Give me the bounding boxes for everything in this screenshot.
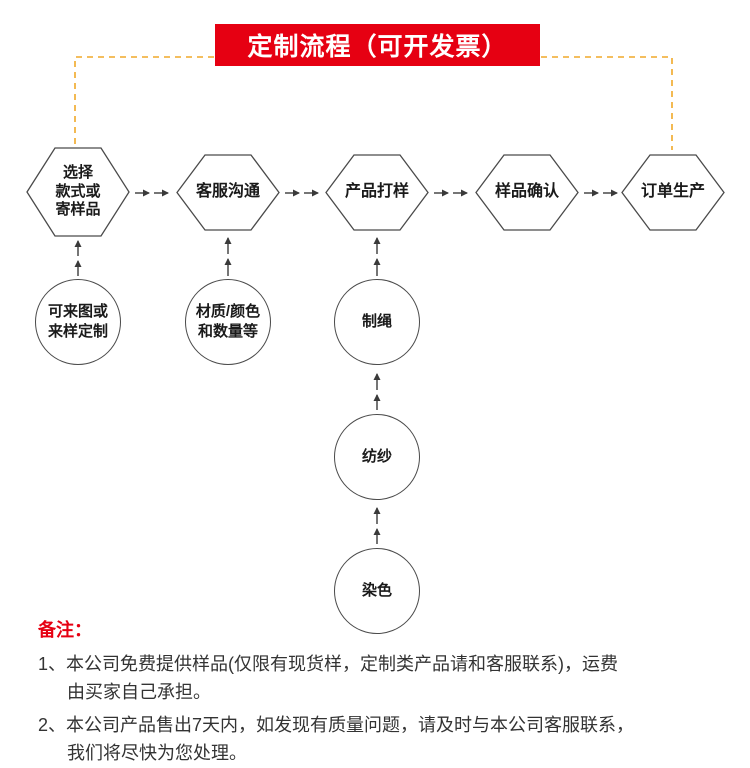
note-line: 2、本公司产品售出7天内，如发现有质量问题，请及时与本公司客服联系， (38, 714, 635, 735)
hexagon-shape (621, 154, 725, 231)
hexagon-label: 选择 款式或 寄样品 (55, 163, 101, 219)
circle-rope-making: 制绳 (334, 279, 420, 365)
note-line: 1、本公司免费提供样品(仅限有现货样，定制类产品请和客服联系)，运费 (38, 654, 618, 674)
hexagon-shape (176, 154, 280, 231)
circle-material-color-qty: 材质/颜色 和数量等 (185, 279, 271, 365)
note-line: 我们将尽快为您处理。 (67, 742, 247, 763)
hexagon-shape (475, 154, 579, 231)
hexagon-shape (26, 147, 130, 237)
hexagon-service-communication: 客服沟通 (176, 154, 280, 231)
note-item-2: 2、本公司产品售出7天内，如发现有质量问题，请及时与本公司客服联系， 我们将尽快… (38, 712, 724, 768)
hexagon-label: 订单生产 (640, 183, 705, 201)
hexagon-label: 客服沟通 (195, 183, 260, 201)
circle-custom-from-image: 可来图或 来样定制 (35, 279, 121, 365)
note-item-1: 1、本公司免费提供样品(仅限有现货样，定制类产品请和客服联系)，运费 由买家自己… (38, 651, 724, 707)
hexagon-product-sampling: 产品打样 (325, 154, 429, 231)
circle-dyeing: 染色 (334, 548, 420, 634)
notes-section: 备注： 1、本公司免费提供样品(仅限有现货样，定制类产品请和客服联系)，运费 由… (38, 616, 724, 768)
hexagon-label: 产品打样 (344, 183, 409, 201)
hexagon-select-style: 选择 款式或 寄样品 (26, 147, 130, 237)
dashed-connector-left (74, 56, 214, 144)
notes-heading: 备注： (38, 620, 92, 640)
note-line: 由买家自己承担。 (67, 681, 211, 702)
hexagon-shape (325, 154, 429, 231)
dashed-connector-right (541, 56, 673, 150)
circle-spinning: 纺纱 (334, 414, 420, 500)
hexagon-order-production: 订单生产 (621, 154, 725, 231)
banner: 定制流程（可开发票） (215, 24, 540, 66)
hexagon-label: 样品确认 (494, 183, 559, 201)
banner-title: 定制流程（可开发票） (247, 33, 508, 61)
hexagon-sample-confirm: 样品确认 (475, 154, 579, 231)
